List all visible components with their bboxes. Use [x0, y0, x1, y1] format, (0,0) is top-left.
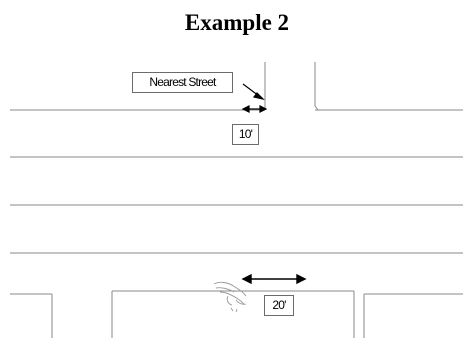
- pointing-hand-icon: [213, 281, 247, 313]
- near-arrowhead-left: [241, 105, 250, 113]
- top-gap-right-corner: [314, 105, 319, 111]
- far-arrowhead-left: [241, 273, 252, 285]
- street-label: Nearest Street: [132, 72, 233, 93]
- near-arrowhead-right: [259, 105, 268, 113]
- far-arrowhead-right: [296, 273, 307, 285]
- street-pointer-arrowhead: [252, 92, 265, 101]
- page-title: Example 2: [184, 10, 290, 35]
- near-distance-label: 10': [232, 124, 259, 145]
- far-distance-label: 20': [264, 295, 294, 316]
